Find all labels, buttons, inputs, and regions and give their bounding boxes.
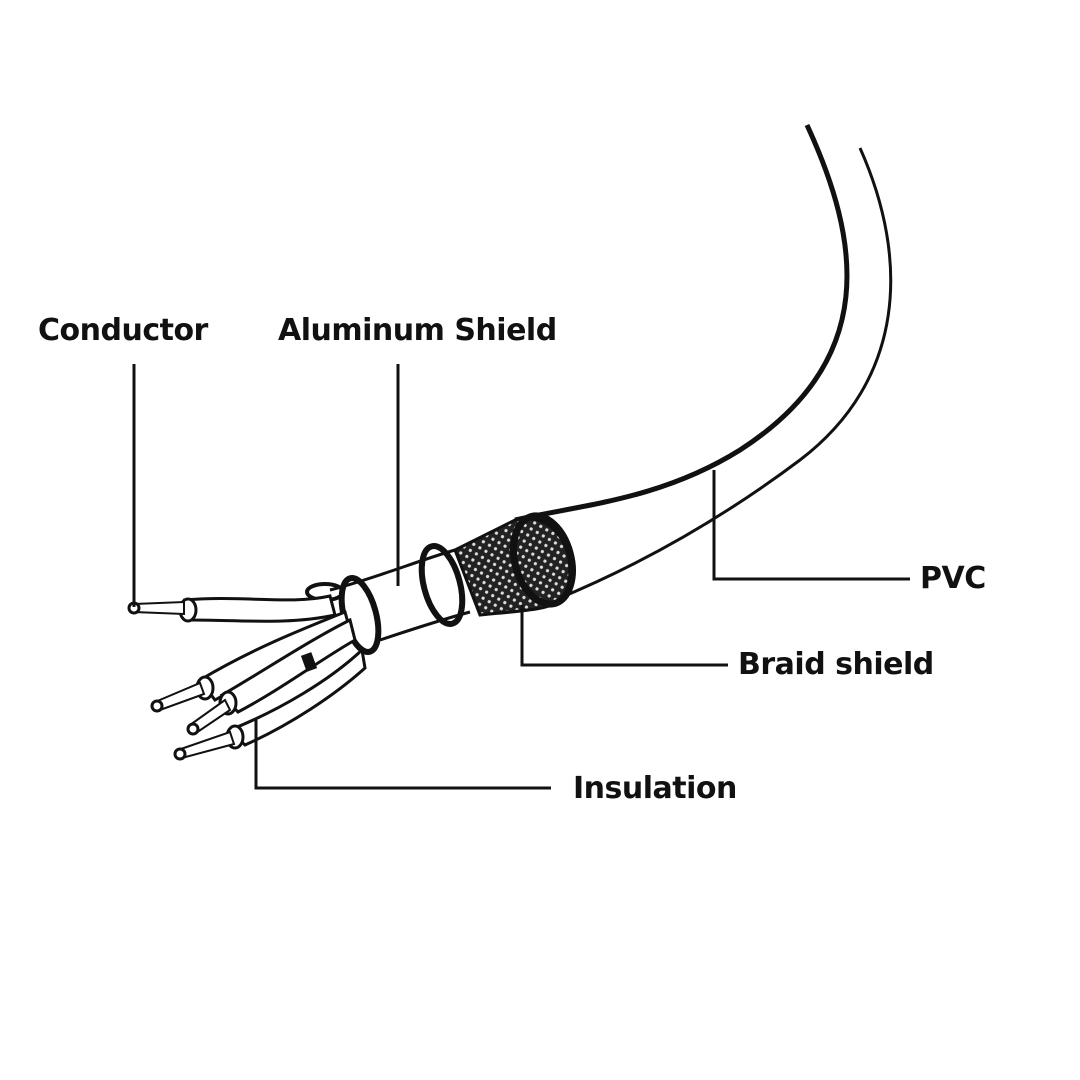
leader-insulation: [254, 720, 551, 790]
braid-shield-shape: [418, 512, 576, 627]
conductors: [127, 594, 367, 761]
label-pvc: PVC: [920, 561, 986, 596]
leader-braid-shield: [520, 605, 728, 667]
label-aluminum-shield: Aluminum Shield: [278, 313, 557, 348]
label-conductor: Conductor: [38, 313, 208, 348]
pvc-jacket: [514, 123, 893, 602]
label-insulation: Insulation: [573, 771, 737, 806]
leader-lines: [132, 364, 910, 790]
label-braid-shield: Braid shield: [738, 647, 934, 682]
leader-pvc: [712, 470, 910, 581]
